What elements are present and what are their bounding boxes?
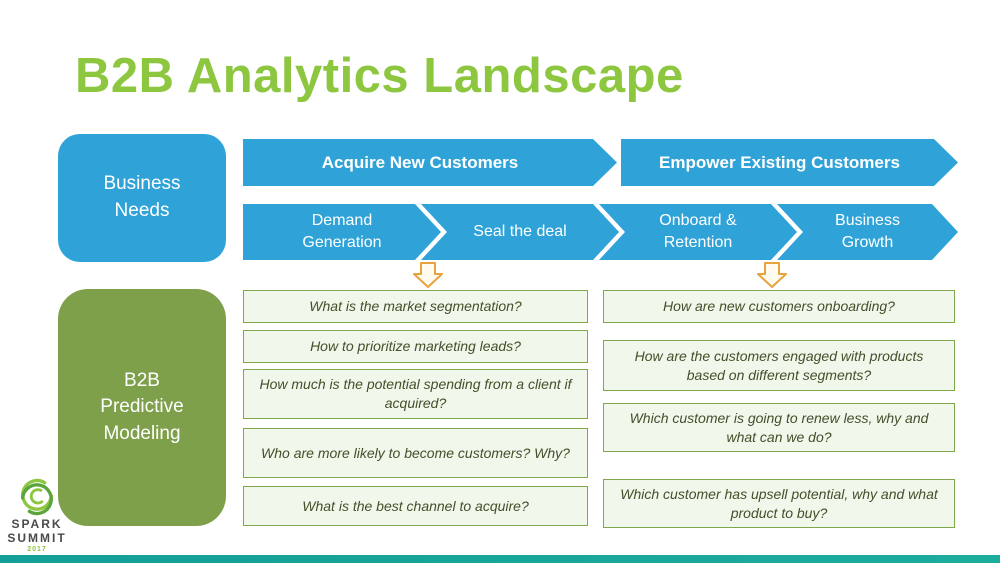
- business-needs-label-line1: Business: [103, 173, 181, 195]
- stage-onboard-retention: Onboard & Retention: [599, 204, 797, 260]
- question-text: Who are more likely to become customers?…: [261, 444, 570, 461]
- question-text: How to prioritize marketing leads?: [310, 338, 521, 355]
- predictive-label-line1: B2B: [124, 369, 160, 391]
- predictive-label-line3: Modeling: [103, 422, 181, 444]
- business-needs-label-line2: Needs: [114, 200, 170, 221]
- question-box: What is the best channel to acquire?: [243, 486, 588, 526]
- question-text: How are new customers onboarding?: [663, 298, 895, 315]
- stage-demand-generation: Demand Generation: [243, 204, 441, 260]
- predictive-label-line2: Predictive: [100, 396, 184, 418]
- bottom-accent-bar: [0, 555, 1000, 563]
- question-text: Which customer is going to renew less, w…: [629, 409, 929, 445]
- question-text: Which customer has upsell potential, why…: [620, 485, 938, 521]
- question-box: Who are more likely to become customers?…: [243, 428, 588, 478]
- question-box: How much is the potential spending from …: [243, 369, 588, 419]
- stage-seal-the-deal: Seal the deal: [421, 204, 619, 260]
- question-text: How much is the potential spending from …: [259, 376, 572, 411]
- stage-label: Business Growth: [835, 212, 900, 251]
- question-box: How are new customers onboarding?: [603, 290, 955, 323]
- stage-label: Onboard & Retention: [659, 212, 737, 251]
- page-title: B2B Analytics Landscape: [75, 49, 684, 103]
- logo-text-spark: SPARK: [11, 517, 63, 531]
- question-text: What is the best channel to acquire?: [302, 497, 529, 514]
- banner-label: Acquire New Customers: [321, 152, 519, 172]
- down-arrow-icon: [757, 262, 787, 288]
- question-box: Which customer has upsell potential, why…: [603, 479, 955, 528]
- logo-text-summit: SUMMIT: [7, 530, 67, 545]
- banner-empower-existing-customers: Empower Existing Customers: [621, 139, 958, 186]
- question-box: How are the customers engaged with produ…: [603, 340, 955, 391]
- logo-text-year: 2017: [27, 545, 47, 553]
- question-text: How are the customers engaged with produ…: [634, 347, 924, 383]
- stage-label: Seal the deal: [473, 223, 567, 241]
- question-box: Which customer is going to renew less, w…: [603, 403, 955, 452]
- question-box: How to prioritize marketing leads?: [243, 330, 588, 363]
- stage-business-growth: Business Growth: [777, 204, 958, 260]
- banner-label: Empower Existing Customers: [659, 152, 900, 172]
- predictive-modeling-box: B2B Predictive Modeling: [58, 289, 226, 526]
- spark-summit-logo: SPARK SUMMIT 2017: [6, 476, 68, 553]
- question-box: What is the market segmentation?: [243, 290, 588, 323]
- spark-swirl-icon: [21, 478, 53, 516]
- banner-acquire-new-customers: Acquire New Customers: [243, 139, 617, 186]
- business-needs-box: Business Needs: [58, 134, 226, 262]
- stage-label: Demand Generation: [302, 212, 382, 251]
- question-text: What is the market segmentation?: [309, 298, 522, 315]
- down-arrow-icon: [413, 262, 443, 288]
